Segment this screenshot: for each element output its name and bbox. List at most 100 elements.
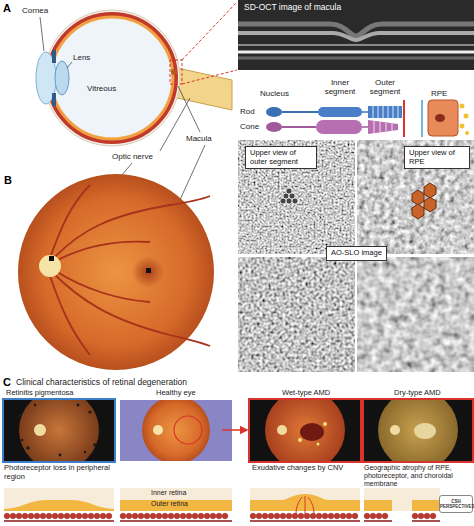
photoreceptor-diagram-part	[460, 104, 465, 109]
photoreceptor-diagram-part	[465, 131, 469, 135]
oct-image-part	[238, 57, 474, 60]
photoreceptor-diagram-part	[428, 100, 458, 136]
photoreceptor-diagram-part	[362, 111, 368, 113]
photoreceptor-diagram-part	[464, 114, 469, 119]
retina-cross-sections-part-part	[120, 513, 126, 519]
disease-fundus-images-part-part-part	[99, 429, 102, 432]
retina-cross-sections-part-part	[58, 513, 64, 519]
retina-cross-sections-part-part	[298, 513, 304, 519]
panel-letter: B	[4, 174, 12, 187]
part-label: Optic nerve	[112, 152, 153, 161]
ao-slo-images-part	[238, 140, 355, 254]
eye-cross-section-part	[52, 50, 56, 63]
retina-cross-sections	[4, 488, 440, 521]
disease-fundus-images-part-part-part	[21, 439, 24, 442]
ao-slo-images-part	[238, 257, 355, 372]
fundus-photo-part	[39, 255, 61, 277]
retina-cross-sections-part-part	[144, 513, 150, 519]
photoreceptor-diagram-part-part	[386, 123, 387, 131]
panel-letter: A	[3, 2, 11, 15]
ao-slo-images	[238, 140, 474, 372]
disease-fundus-images-part-part-part	[88, 410, 91, 413]
retina-cross-sections-part-part	[370, 513, 376, 519]
retina-cross-sections-part-part	[376, 513, 382, 519]
disease-fundus-images-part-part-part	[84, 451, 86, 453]
disease-fundus-images-part-part	[378, 400, 458, 461]
retina-cross-sections-part-part	[174, 513, 180, 519]
retina-cross-sections-part-part	[82, 513, 88, 519]
leader-lines-part	[40, 17, 44, 51]
photoreceptor-diagram-part	[368, 120, 398, 134]
retina-cross-sections-part-part	[256, 513, 262, 519]
ao-slo-images-part-part	[424, 197, 436, 212]
retina-cross-sections-part-part	[340, 513, 346, 519]
retina-cross-sections-part	[120, 488, 232, 500]
disease-fundus-images-part-part	[19, 404, 102, 457]
retina-cross-sections-part-part	[305, 496, 306, 514]
retina-cross-sections-part-part	[100, 513, 106, 519]
photoreceptor-diagram-part-part	[393, 106, 394, 118]
disease-fundus-images-part-part	[19, 400, 99, 461]
zoom-box	[170, 2, 237, 84]
zoom-box-part	[170, 60, 182, 84]
retina-cross-sections-part-part	[162, 513, 168, 519]
retina-cross-sections-part-part	[186, 513, 192, 519]
oct-image-part	[238, 51, 474, 54]
image-title: SD-OCT image of macula	[243, 3, 342, 13]
retina-cross-sections-part-part	[304, 513, 310, 519]
disease-fundus-images-part	[250, 400, 360, 461]
leader-lines-part	[178, 86, 200, 132]
ao-slo-images-part-part	[412, 190, 424, 205]
zoom-box-part	[182, 70, 237, 84]
part-label: Cornea	[22, 6, 48, 15]
oct-image-part	[238, 33, 474, 40]
disease-fundus-images-part-part	[153, 425, 163, 435]
callout-box: Upper view of outer segment	[245, 146, 317, 169]
retina-cross-sections-part-part	[138, 513, 144, 519]
disease-fundus-images-part-part-part	[93, 443, 97, 447]
ao-slo-images-part-part	[280, 198, 286, 204]
retina-cross-sections-part-part	[268, 513, 274, 519]
retina-cross-sections-part-part	[262, 513, 268, 519]
disease-fundus-images-part-part	[300, 423, 324, 441]
part-label: Nucleus	[260, 89, 289, 98]
photoreceptor-diagram-part	[373, 106, 398, 118]
retina-cross-sections-part-part	[46, 513, 52, 519]
retina-cross-sections-part	[4, 513, 436, 519]
image-label: Dry-type AMD	[394, 389, 441, 398]
retina-cross-sections-part-part	[198, 513, 204, 519]
retina-cross-sections-part-part	[22, 513, 28, 519]
eye-cross-section-part	[44, 10, 180, 146]
disease-fundus-images-part-part-part	[26, 446, 30, 450]
photoreceptor-diagram-part	[282, 111, 318, 113]
retina-cross-sections-part-part	[222, 513, 228, 519]
ao-slo-images-part	[412, 183, 436, 219]
oct-image-part	[238, 0, 474, 70]
photoreceptor-diagram	[266, 100, 469, 137]
retina-cross-sections-part-part	[180, 513, 186, 519]
description: Photoreceptor loss in peripheral region	[4, 464, 116, 481]
retina-cross-sections-part-part	[34, 513, 40, 519]
eye-cross-section-part	[171, 69, 177, 75]
photoreceptor-diagram-part-part	[388, 106, 389, 118]
ao-slo-images-part-part	[412, 204, 424, 219]
retina-cross-sections-part-part	[106, 513, 112, 519]
disease-fundus-images-part	[249, 399, 361, 462]
photoreceptor-diagram-part	[403, 100, 405, 137]
panel-letter: C	[3, 376, 11, 389]
retina-cross-sections-part-part	[150, 513, 156, 519]
ao-slo-images-part	[280, 188, 298, 204]
photoreceptor-diagram-part	[282, 126, 316, 128]
photoreceptor-diagram-part	[266, 107, 282, 117]
image-label: Healthy eye	[156, 389, 196, 398]
retina-cross-sections-part-part	[274, 513, 280, 519]
disease-fundus-images-part-part-part	[34, 404, 36, 406]
zoom-box-part	[182, 2, 237, 60]
disease-fundus-images-part	[4, 400, 114, 461]
retina-cross-sections-part-part	[310, 513, 316, 519]
fundus-photo-part	[132, 256, 164, 288]
oct-image-part	[238, 44, 474, 46]
fundus-photo-part	[50, 185, 210, 355]
photoreceptor-diagram-part-part	[378, 106, 379, 118]
